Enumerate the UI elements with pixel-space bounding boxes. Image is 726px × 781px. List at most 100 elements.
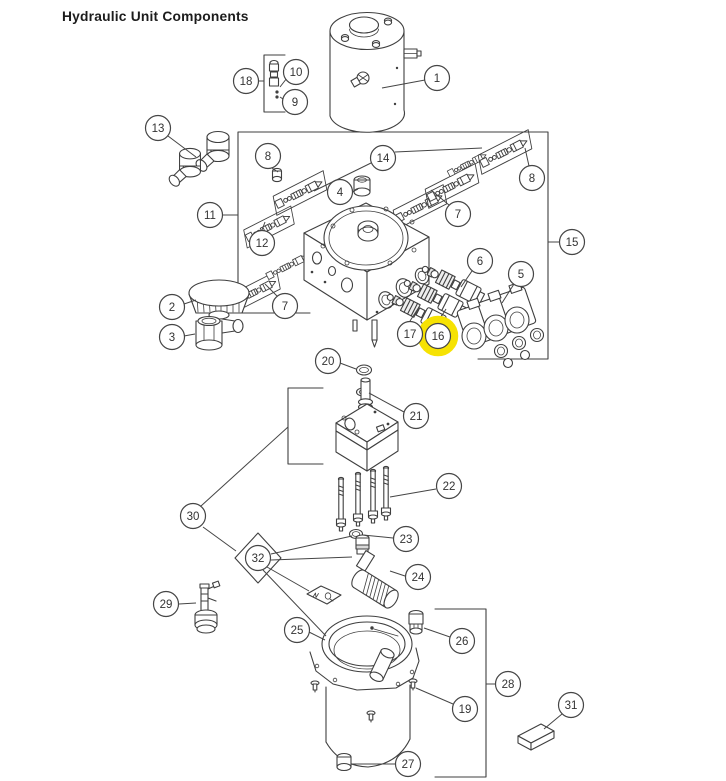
leader-line-23 — [362, 534, 394, 539]
callout-10[interactable]: 10 — [279, 58, 310, 88]
callout-12[interactable]: 12 — [248, 221, 276, 257]
leader-line-21 — [368, 392, 405, 413]
callout-24[interactable]: 24 — [389, 563, 432, 591]
callout-27[interactable]: 27 — [352, 750, 422, 778]
callout-circle-13[interactable] — [144, 114, 172, 142]
callout-circle-26[interactable] — [448, 627, 476, 655]
motor-assembly — [329, 11, 422, 133]
callout-number-19: 19 — [459, 704, 472, 716]
leader-line-32 — [270, 556, 353, 561]
callout-31[interactable]: 31 — [543, 691, 585, 730]
callout-32[interactable]: 32 — [244, 535, 353, 637]
callout-18[interactable]: 18 — [232, 67, 265, 95]
callout-circle-12[interactable] — [248, 229, 276, 257]
callout-circle-25[interactable] — [283, 616, 311, 644]
leader-line-3 — [183, 333, 196, 337]
callout-number-11: 11 — [204, 210, 216, 222]
callout-number-9: 9 — [292, 97, 298, 109]
callout-circle-21[interactable] — [402, 402, 430, 430]
callout-circle-8-manifold[interactable] — [254, 142, 282, 170]
callout-8-relief[interactable]: 8 — [518, 147, 546, 192]
callout-6[interactable]: 6 — [460, 247, 494, 288]
callout-circle-2[interactable] — [158, 293, 186, 321]
callout-circle-16[interactable] — [424, 322, 452, 350]
callout-30[interactable]: 30 — [179, 426, 289, 552]
callout-circle-1[interactable] — [423, 64, 451, 92]
callout-21[interactable]: 21 — [368, 392, 430, 430]
callout-26[interactable]: 26 — [423, 627, 476, 655]
valve-block-5 — [456, 281, 545, 369]
callout-circle-7-left[interactable] — [271, 292, 299, 320]
callout-circle-10[interactable] — [282, 58, 310, 86]
callout-number-2: 2 — [169, 302, 175, 314]
callout-circle-23[interactable] — [392, 525, 420, 553]
callout-number-25: 25 — [291, 625, 304, 637]
leader-line-32 — [262, 569, 327, 637]
callout-circle-5[interactable] — [507, 260, 535, 288]
callout-circle-7-right[interactable] — [444, 200, 472, 228]
decal-plate-32 — [306, 585, 342, 605]
callout-2[interactable]: 2 — [158, 293, 197, 321]
callout-22[interactable]: 22 — [389, 472, 463, 500]
leader-line-14 — [313, 162, 372, 192]
callout-circle-9[interactable] — [281, 88, 309, 116]
callout-circle-3[interactable] — [158, 323, 186, 351]
leader-line-30 — [202, 526, 237, 552]
drain-plug-27 — [336, 752, 352, 772]
o-ring-20 — [355, 364, 373, 376]
callout-number-4: 4 — [337, 187, 344, 199]
callout-number-31: 31 — [565, 700, 578, 712]
callout-13[interactable]: 13 — [144, 114, 197, 158]
callout-23[interactable]: 23 — [362, 525, 420, 553]
callout-7-right[interactable]: 7 — [430, 189, 472, 228]
callout-number-20: 20 — [322, 356, 335, 368]
callout-29[interactable]: 29 — [152, 590, 197, 618]
callout-9[interactable]: 9 — [279, 88, 309, 116]
callout-14[interactable]: 14 — [313, 144, 483, 192]
callout-16[interactable]: 16 — [417, 308, 459, 357]
callout-circle-17[interactable] — [396, 320, 424, 348]
callout-19[interactable]: 19 — [415, 687, 479, 723]
callout-circle-6[interactable] — [466, 247, 494, 275]
callout-circle-11[interactable] — [196, 201, 224, 229]
callout-circle-32[interactable] — [244, 544, 272, 572]
callout-circle-27[interactable] — [394, 750, 422, 778]
callout-circle-29[interactable] — [152, 590, 180, 618]
callout-28[interactable]: 28 — [486, 670, 522, 698]
callout-25[interactable]: 25 — [283, 616, 326, 644]
callout-circle-15[interactable] — [558, 228, 586, 256]
leader-line-1 — [381, 79, 426, 89]
callout-number-22: 22 — [443, 481, 456, 493]
callout-number-29: 29 — [160, 599, 173, 611]
callout-circle-22[interactable] — [435, 472, 463, 500]
leader-line-26 — [423, 627, 451, 638]
callout-circle-20[interactable] — [314, 347, 342, 375]
callout-circle-28[interactable] — [494, 670, 522, 698]
callout-circle-31[interactable] — [557, 691, 585, 719]
callout-1[interactable]: 1 — [381, 64, 451, 92]
callout-number-28: 28 — [502, 679, 515, 691]
callout-circle-24[interactable] — [404, 563, 432, 591]
callout-15[interactable]: 15 — [548, 228, 586, 256]
callout-17[interactable]: 17 — [396, 306, 424, 348]
leader-line-14 — [394, 147, 483, 153]
callout-20[interactable]: 20 — [314, 347, 357, 375]
callout-4[interactable]: 4 — [326, 178, 359, 206]
bracket-reservoir-28 — [434, 608, 487, 778]
callout-11[interactable]: 11 — [196, 201, 239, 229]
callout-circle-4[interactable] — [326, 178, 354, 206]
callout-number-13: 13 — [152, 123, 165, 135]
callout-number-8-manifold: 8 — [265, 151, 271, 163]
leader-line-2 — [183, 299, 197, 305]
callout-3[interactable]: 3 — [158, 323, 196, 351]
leader-line-32 — [270, 535, 353, 555]
elbow-fittings-13 — [166, 130, 230, 189]
callout-7-left[interactable]: 7 — [264, 283, 299, 320]
callout-5[interactable]: 5 — [501, 260, 535, 304]
callout-circle-30[interactable] — [179, 502, 207, 530]
callout-8-manifold[interactable]: 8 — [254, 142, 282, 173]
callout-circle-18[interactable] — [232, 67, 260, 95]
callout-circle-19[interactable] — [451, 695, 479, 723]
callout-circle-14[interactable] — [369, 144, 397, 172]
callout-circle-8-relief[interactable] — [518, 164, 546, 192]
